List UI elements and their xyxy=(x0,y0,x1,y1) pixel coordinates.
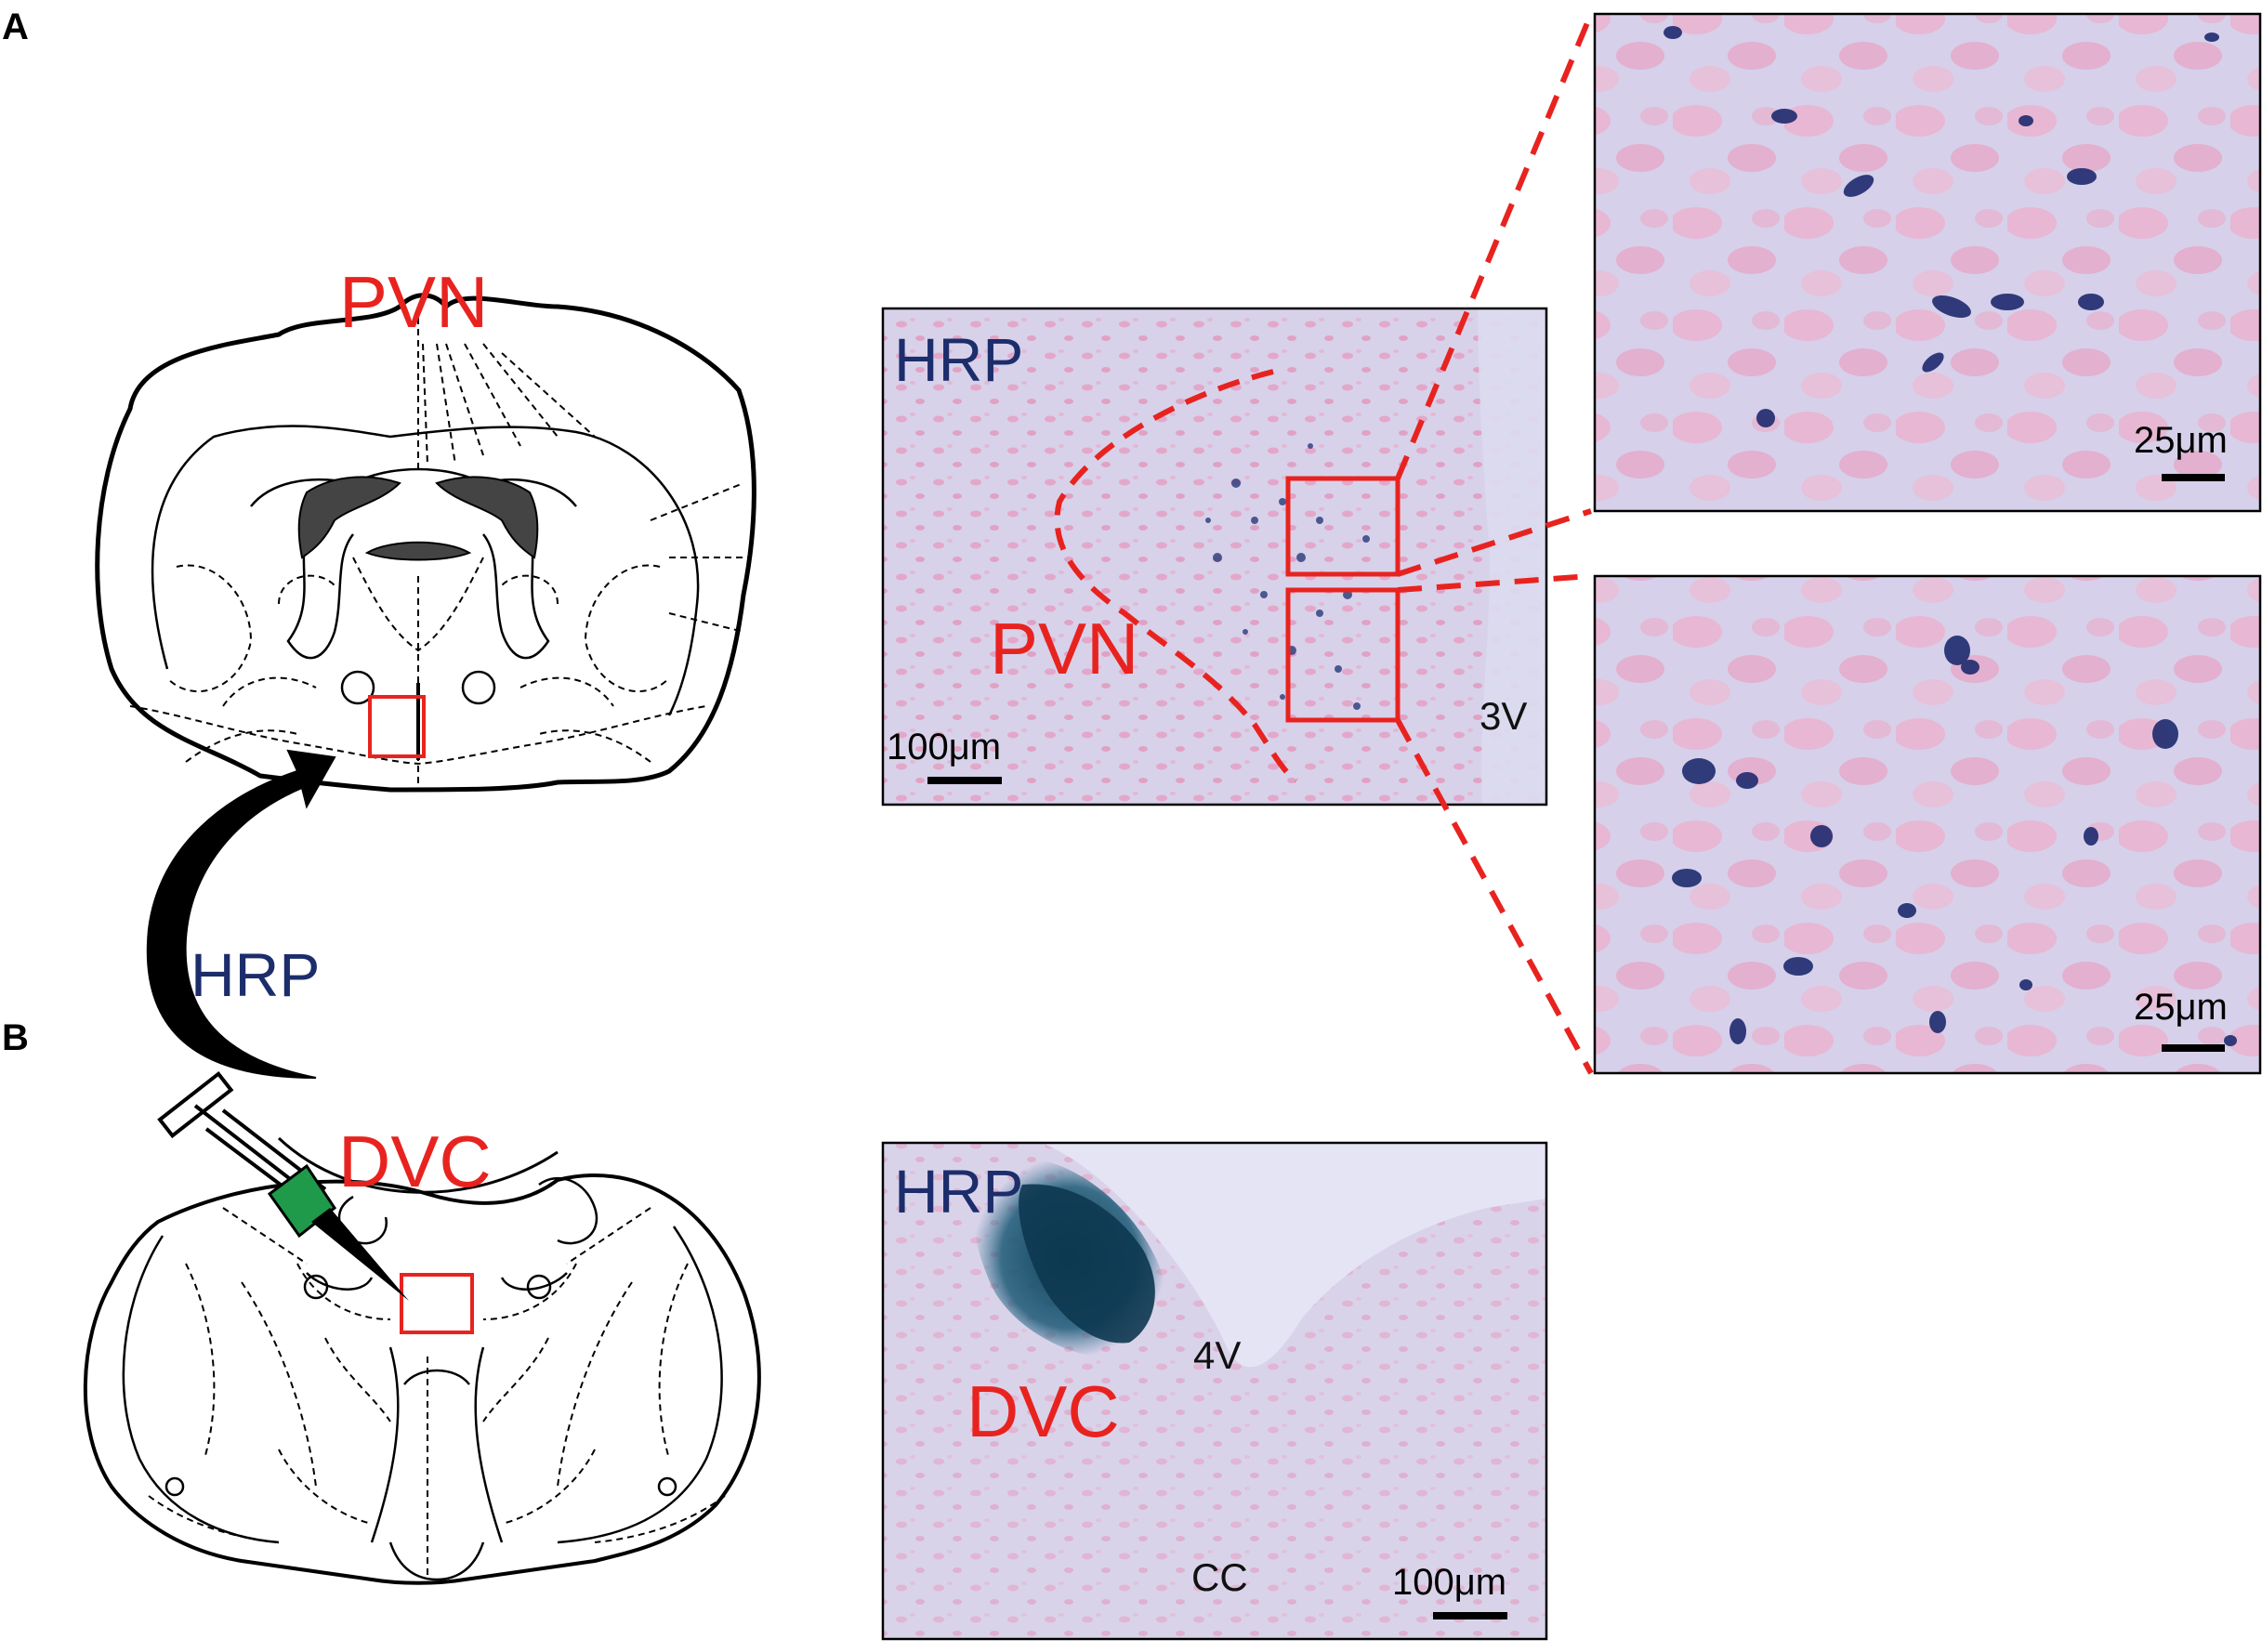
pvn-micrograph-tracer-label: HRP xyxy=(894,325,1023,394)
injection-syringe-icon xyxy=(157,1070,409,1301)
panel-b-letter: B xyxy=(2,1017,29,1058)
coronal-region-label: PVN xyxy=(339,261,488,343)
dvc-micrograph-region-label: DVC xyxy=(967,1370,1120,1452)
third-ventricle-dorsal xyxy=(364,541,472,561)
dvc-target-box xyxy=(400,1273,474,1334)
pvn-micrograph-scale-label: 100μm xyxy=(887,727,1001,767)
dvc-micrograph-scale-label: 100μm xyxy=(1392,1562,1506,1603)
zoom-bottom-micrograph xyxy=(1593,574,2262,1075)
dvc-micrograph-canal-label: CC xyxy=(1191,1555,1248,1599)
tracer-transport-arrow xyxy=(146,749,336,1079)
dvc-micrograph-tracer-label: HRP xyxy=(894,1157,1023,1226)
brainstem-section-schematic xyxy=(83,1173,761,1585)
brainstem-region-label: DVC xyxy=(338,1121,492,1202)
cortex-inner xyxy=(151,425,700,716)
lateral-ventricle-left xyxy=(297,476,401,559)
coronal-outline xyxy=(95,293,756,793)
zoom-connectors xyxy=(1395,12,1594,1075)
zoom-top-micrograph xyxy=(1593,12,2262,513)
pvn-micrograph-region-label: PVN xyxy=(990,608,1138,689)
zoom-top-scale-label: 25μm xyxy=(2134,420,2228,461)
brainstem-outline xyxy=(83,1173,761,1585)
dvc-micrograph xyxy=(881,1141,1548,1641)
cerebellum-arc xyxy=(277,1136,559,1194)
coronal-section-schematic xyxy=(95,293,756,793)
pvn-target-box xyxy=(368,695,426,758)
pvn-micrograph-ventricle-label: 3V xyxy=(1480,694,1527,738)
dvc-micrograph-ventricle-label: 4V xyxy=(1193,1333,1241,1377)
lateral-ventricle-right xyxy=(435,476,539,559)
tracer-label: HRP xyxy=(191,940,320,1009)
panel-a-letter: A xyxy=(2,7,29,47)
zoom-bottom-scale-label: 25μm xyxy=(2134,987,2228,1028)
